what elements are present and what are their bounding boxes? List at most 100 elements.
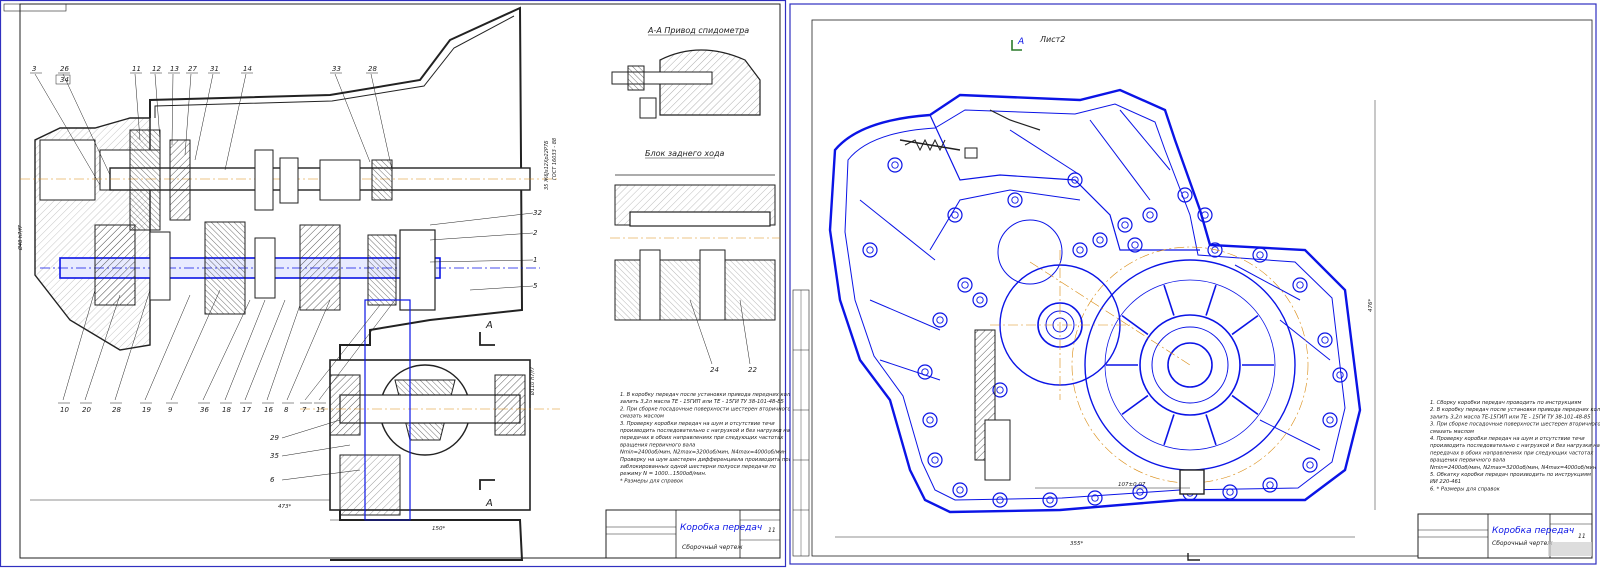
note-line: смазать маслом — [620, 414, 664, 420]
callout-label: 8 — [284, 406, 289, 414]
differential — [300, 299, 560, 521]
shaft-bearing-view — [990, 219, 1191, 400]
note-line: передачах в обоих направлениях при следу… — [1430, 450, 1594, 456]
differential-spoke — [1231, 394, 1259, 416]
bolt-hole — [996, 496, 1004, 504]
housing-inner-outline-2 — [844, 103, 1346, 501]
note-line: Проверку на шум шестерен дифференциала п… — [620, 457, 793, 463]
view-arrow-2 — [1011, 40, 1022, 51]
section-marker-a-bottom: А — [485, 498, 493, 509]
title-block-sheet-1: Коробка передач Сборочный чертеж 11 — [605, 509, 781, 559]
bolt-hole — [1011, 196, 1019, 204]
callout-label: 6 — [270, 476, 275, 484]
bolt-hole — [931, 456, 939, 464]
note-line: 3. При сборке посадочные поверхности шес… — [1430, 422, 1600, 428]
callout-label: 16 — [264, 406, 273, 414]
callout-label: 32 — [533, 209, 542, 217]
callout-label: 17 — [242, 406, 251, 414]
note-line: заблокированных одной шестерни полуоси п… — [620, 464, 776, 470]
bolt-boss — [1042, 492, 1058, 508]
sheet-2-inner-frame — [811, 19, 1593, 557]
differential-spoke — [1205, 414, 1217, 446]
bolt-hole — [976, 296, 984, 304]
bolt-boss — [1142, 207, 1158, 223]
callout-leader — [281, 444, 351, 457]
note-line: производить последовательно с нагрузкой … — [1430, 443, 1600, 449]
housing-rib — [1259, 419, 1321, 451]
callout-leader — [429, 212, 534, 226]
callout-leader — [469, 285, 534, 291]
bolt-hole — [1211, 246, 1219, 254]
reverse-block-title: Блок заднего хода — [645, 149, 725, 158]
differential-spoke — [1231, 314, 1259, 336]
bolt-hole — [1146, 211, 1154, 219]
note-line: 1. В коробку передач после установки при… — [620, 392, 796, 398]
bolt-boss — [1207, 242, 1223, 258]
watermark-block — [1548, 542, 1592, 556]
note-line: 2. При сборке посадочные поверхности шес… — [620, 406, 805, 412]
callout-leader — [144, 294, 191, 401]
bolt-boss — [1302, 457, 1318, 473]
note-line: производить последовательно с нагрузкой … — [620, 428, 805, 434]
gearbox-section-view: А А 473* 150* Ø48 h7/f7 35 Ж6Js12Хр22Р7Б… — [17, 6, 560, 561]
bolt-hole — [961, 281, 969, 289]
dim-text-107: 107±0,07 — [1118, 482, 1146, 488]
callout-leader — [114, 289, 151, 401]
bolt-hole — [1076, 246, 1084, 254]
callout-leader — [134, 73, 141, 141]
callout-label: 1 — [533, 256, 537, 264]
note-line: режиму N = 1000...1500об/мин. — [619, 471, 706, 477]
bolt-boss — [1252, 247, 1268, 263]
dim-text-mid: Ø110 h7/f7 — [529, 366, 536, 396]
dim-text-473: 473* — [278, 504, 291, 510]
callout-label: 2 — [533, 229, 538, 237]
housing-outline-2 — [828, 88, 1362, 514]
note-line: передачах в обоих направлениях при следу… — [620, 435, 784, 441]
bolt-hole — [1091, 494, 1099, 502]
sheet-number-1: 11 — [768, 527, 776, 534]
callout-leader — [318, 299, 396, 401]
bolt-hole — [921, 368, 929, 376]
callout-leader — [62, 73, 111, 176]
callout-label: 3 — [32, 65, 36, 73]
callout-leader — [334, 73, 371, 163]
note-line: вращения первичного вала — [1430, 458, 1505, 464]
bolt-boss — [1092, 232, 1108, 248]
bolt-boss — [1332, 367, 1348, 383]
housing-end-view — [828, 88, 1362, 514]
bolt-boss — [1222, 484, 1238, 500]
bolt-boss — [887, 157, 903, 173]
bolt-hole — [866, 246, 874, 254]
bolt-boss — [1292, 277, 1308, 293]
differential-spoke — [1163, 284, 1175, 316]
bolt-boss — [862, 242, 878, 258]
bolt-boss — [927, 452, 943, 468]
dim-text-right-2: ГОСТ 16033 - 88 — [552, 138, 558, 180]
bolt-boss — [1177, 187, 1193, 203]
bolt-hole — [1326, 416, 1334, 424]
technical-notes-sheet-2: 1. Сборку коробки передач проводить по и… — [1430, 400, 1600, 492]
bolt-hole — [1321, 336, 1329, 344]
note-line: 1. Сборку коробки передач проводить по и… — [1430, 400, 1582, 406]
bolt-hole — [1046, 496, 1054, 504]
callout-leader — [281, 469, 361, 481]
bolt-hole — [926, 416, 934, 424]
dim-text-right-1: 35 Ж6Js12Хр22Р7Б — [544, 140, 550, 190]
reverse-shaft — [629, 211, 771, 227]
differential-spoke — [1121, 394, 1149, 416]
bolt-hole — [956, 486, 964, 494]
bolt-bosses — [862, 157, 1348, 508]
housing-rib — [1009, 129, 1081, 176]
note-line: 4. Проверку коробки передач на шум и отс… — [1430, 436, 1585, 442]
bolt-hole — [891, 161, 899, 169]
note-line: 3. Проверку коробки передач на шум и отс… — [620, 421, 775, 427]
callout-label: 5 — [533, 282, 538, 290]
bolt-boss — [952, 482, 968, 498]
note-line: вращения первичного вала — [620, 442, 695, 448]
callout-leader — [184, 73, 192, 156]
bolt-hole — [1131, 241, 1139, 249]
bolt-hole — [1201, 211, 1209, 219]
callout-leader — [171, 73, 174, 146]
bolt-boss — [1007, 192, 1023, 208]
